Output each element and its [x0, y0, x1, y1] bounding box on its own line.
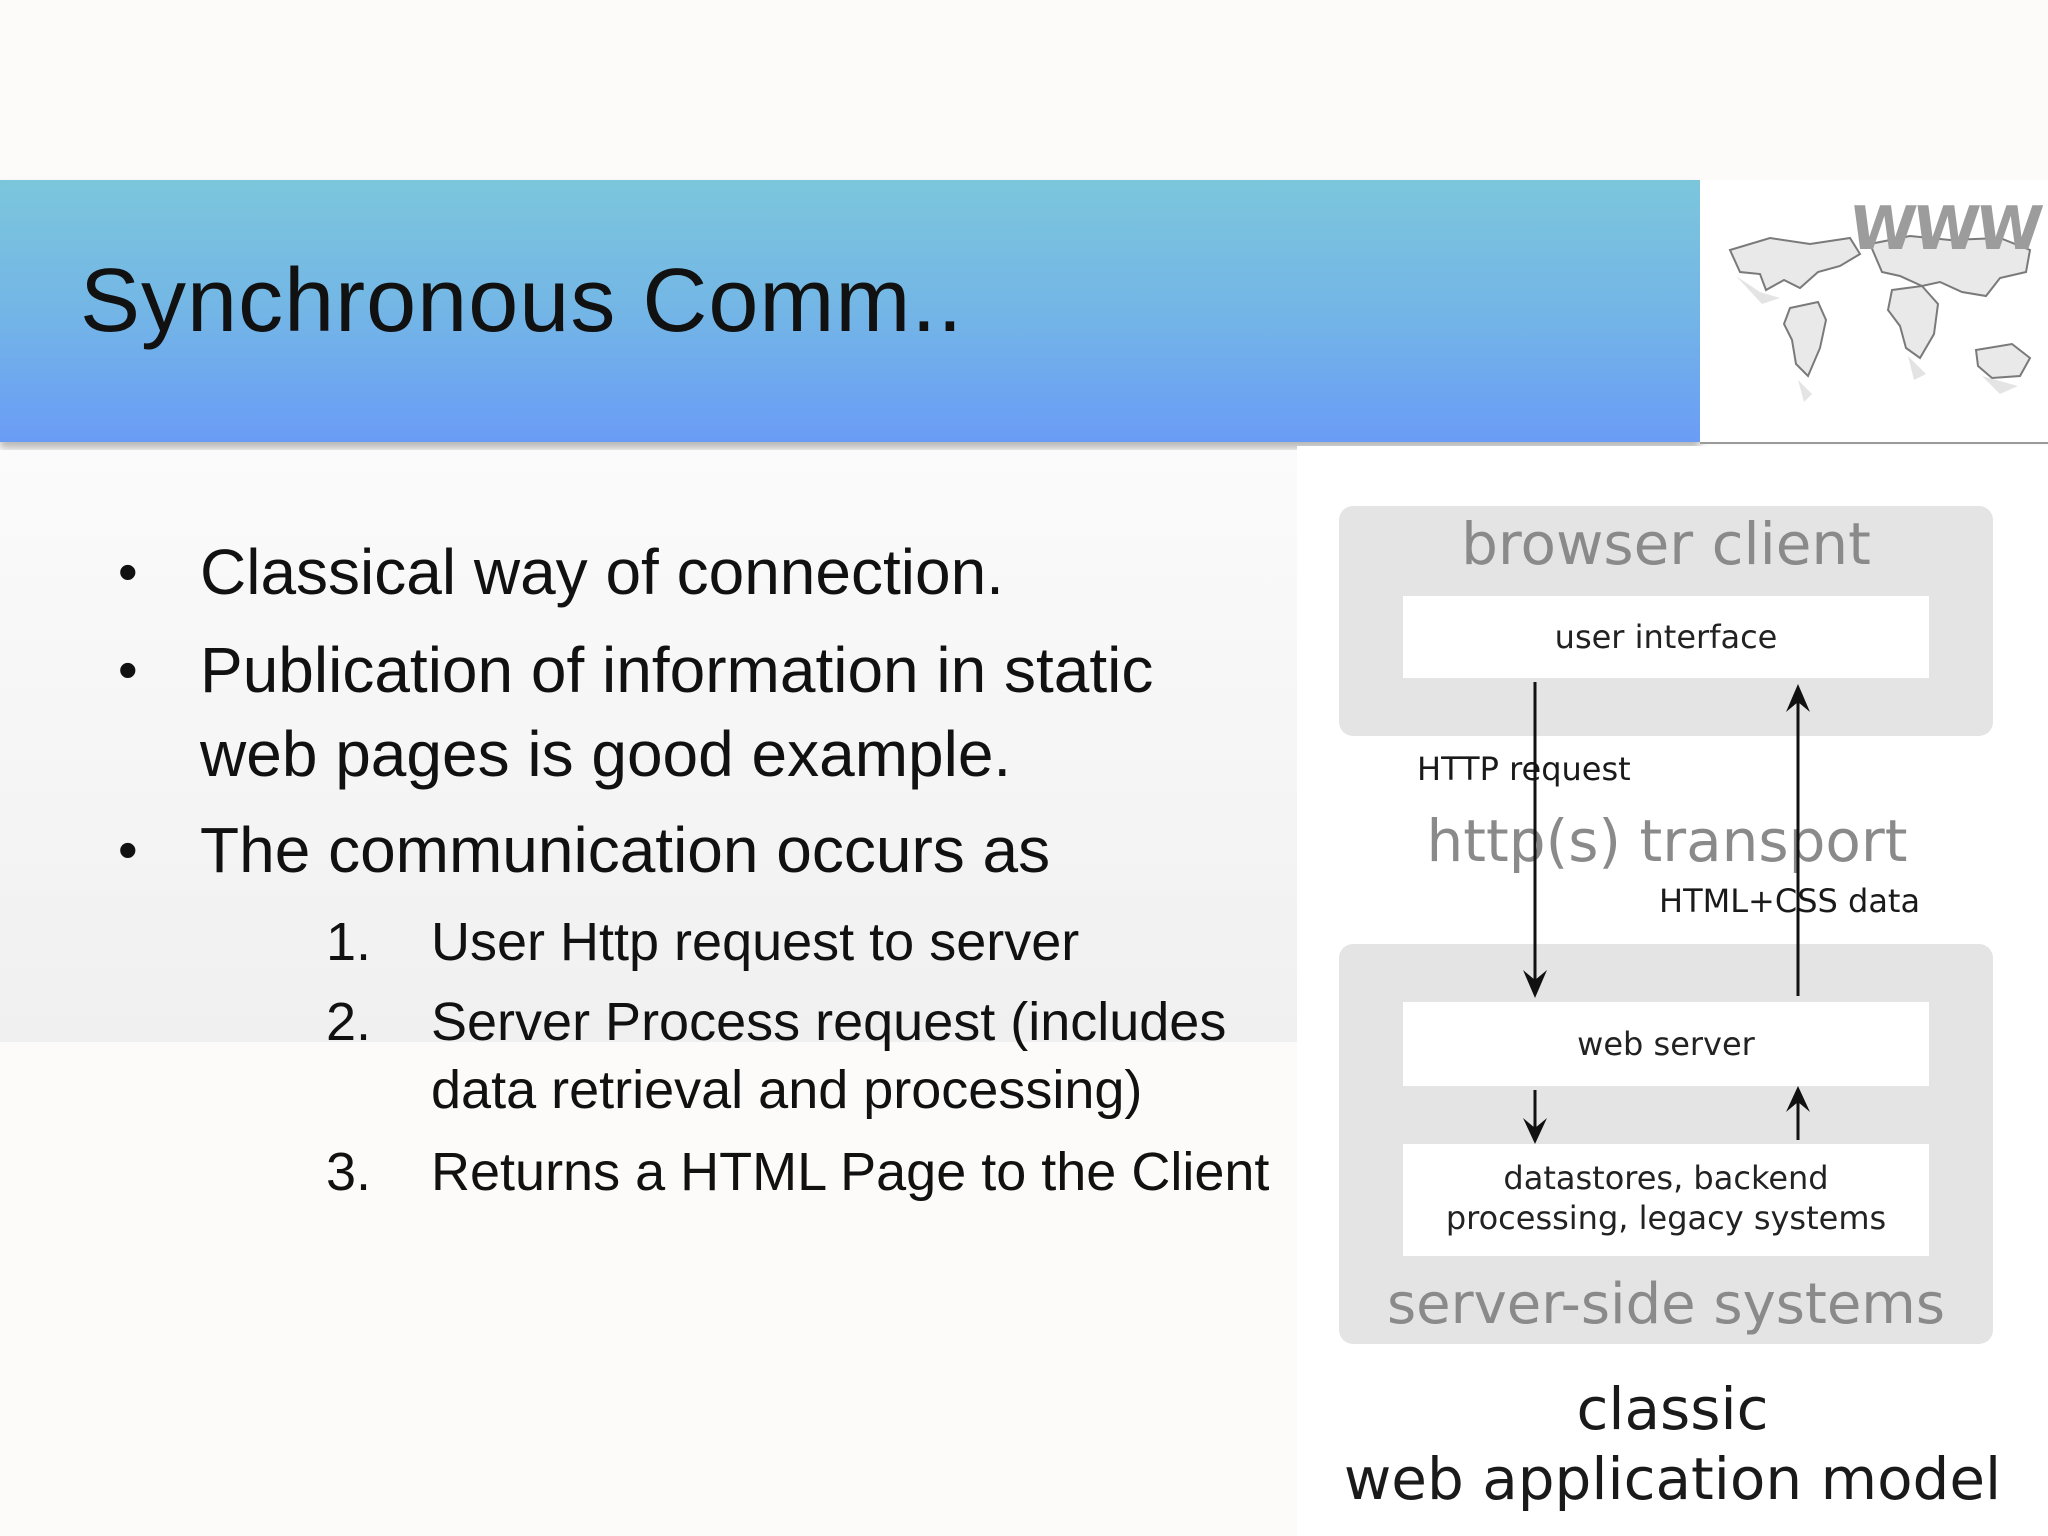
transport-label: http(s) transport: [1426, 807, 1908, 875]
html-css-data-label: HTML+CSS data: [1659, 882, 1921, 920]
step-text: User Http request to server: [431, 912, 1080, 972]
request-arrowhead: [1523, 970, 1547, 998]
datastores-line-1: datastores, backend: [1503, 1159, 1829, 1197]
db-request-arrowhead: [1523, 1118, 1547, 1144]
title-bar: [0, 180, 1700, 442]
db-response-arrowhead: [1786, 1086, 1810, 1112]
www-logo-text: WWW: [1846, 194, 2044, 264]
bullet-text: The communication occurs as: [200, 814, 1051, 886]
web-server-box: web server: [1403, 1002, 1929, 1086]
bullet-dot: •: [118, 540, 138, 603]
bullet-dot: •: [118, 818, 138, 881]
response-arrowhead: [1786, 684, 1810, 712]
diagram-caption-line-1: classic: [1576, 1375, 1769, 1443]
step-text: Server Process request (includes data re…: [431, 992, 1227, 1120]
www-logo: WWW: [1700, 180, 2048, 442]
bullet-text: Publication of information in static web…: [200, 634, 1154, 790]
browser-client-label: browser client: [1461, 510, 1871, 578]
datastores-line-2: processing, legacy systems: [1445, 1199, 1887, 1237]
slide-title: Synchronous Comm..: [80, 251, 964, 351]
bullet-text: Classical way of connection.: [200, 536, 1004, 608]
diagram-arrows: [1523, 682, 1810, 1144]
datastores-box: datastores, backend processing, legacy s…: [1403, 1144, 1929, 1256]
step-number: 3.: [326, 1142, 372, 1202]
logo-divider: [1700, 442, 2048, 444]
step-number: 2.: [326, 992, 372, 1052]
http-request-label: HTTP request: [1417, 750, 1631, 788]
diagram-caption-line-2: web application model: [1343, 1445, 2002, 1513]
bullet-dot: •: [118, 638, 138, 701]
step-text: Returns a HTML Page to the Client: [431, 1142, 1270, 1202]
user-interface-box: user interface: [1403, 596, 1929, 678]
server-side-label: server-side systems: [1386, 1272, 1946, 1337]
body-panel: [0, 450, 1297, 1042]
world-map-icon: [1728, 234, 2032, 402]
step-number: 1.: [326, 912, 372, 972]
web-app-diagram: browser client user interface HTTP reque…: [1297, 446, 2048, 1536]
